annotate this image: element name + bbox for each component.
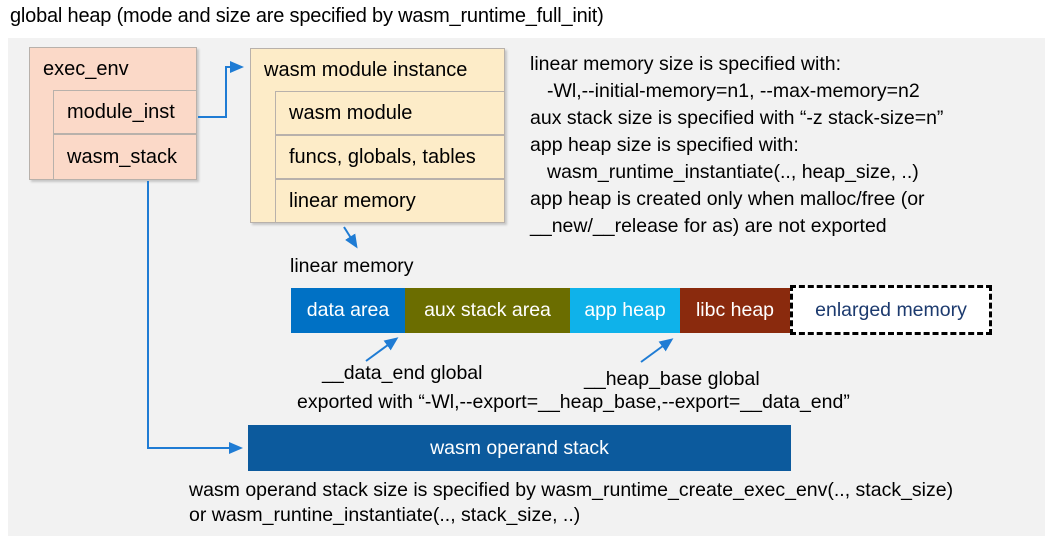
heap-base-global-label: __heap_base global	[584, 368, 760, 390]
data-end-global-label: __data_end global	[322, 362, 483, 384]
funcs-globals-tables-cell: funcs, globals, tables	[275, 135, 505, 179]
exec-env-label: exec_env	[43, 58, 129, 80]
note-line: aux stack size is specified with “-z sta…	[530, 107, 944, 129]
module-inst-cell: module_inst	[53, 90, 197, 134]
segment-aux-stack-area: aux stack area	[405, 288, 570, 333]
note-line: __new/__release for as) are not exported	[530, 215, 887, 237]
module-inst-label: module_inst	[67, 100, 175, 123]
note-line: app heap is created only when malloc/fre…	[530, 188, 925, 210]
segment-libc-heap: libc heap	[680, 288, 790, 333]
funcs-globals-tables-label: funcs, globals, tables	[289, 145, 476, 168]
segment-data-area: data area	[291, 288, 405, 333]
note-line: -Wl,--initial-memory=n1, --max-memory=n2	[547, 80, 920, 102]
linear-memory-bar-label: linear memory	[290, 255, 414, 277]
wasm-operand-stack-bar: wasm operand stack	[248, 425, 791, 471]
wasm-stack-label: wasm_stack	[67, 145, 178, 168]
note-line: wasm_runtime_instantiate(.., heap_size, …	[547, 161, 919, 183]
footer-notes: wasm operand stack size is specified by …	[189, 478, 953, 528]
wasm-module-instance-label: wasm module instance	[264, 59, 468, 81]
segment-app-heap: app heap	[570, 288, 680, 333]
wasm-module-cell: wasm module	[275, 91, 505, 135]
exported-with-label: exported with “-Wl,--export=__heap_base,…	[297, 391, 850, 413]
note-line: app heap size is specified with:	[530, 134, 799, 156]
exec-env-box: exec_env module_inst wasm_stack	[29, 47, 197, 180]
wasm-module-instance-box: wasm module instance wasm module funcs, …	[250, 48, 505, 223]
linear-memory-cell: linear memory	[275, 179, 505, 223]
linear-memory-cell-label: linear memory	[289, 189, 416, 212]
page-title: global heap (mode and size are specified…	[10, 5, 604, 27]
wasm-module-label: wasm module	[289, 101, 413, 124]
footer-line: or wasm_runtine_instantiate(.., stack_si…	[189, 504, 581, 526]
wasm-stack-cell: wasm_stack	[53, 134, 197, 180]
note-line: linear memory size is specified with:	[530, 53, 842, 75]
linear-memory-bar: data area aux stack area app heap libc h…	[291, 288, 790, 333]
notes-block: linear memory size is specified with: -W…	[530, 51, 1042, 240]
segment-enlarged-memory: enlarged memory	[790, 285, 992, 335]
footer-line: wasm operand stack size is specified by …	[189, 479, 954, 501]
